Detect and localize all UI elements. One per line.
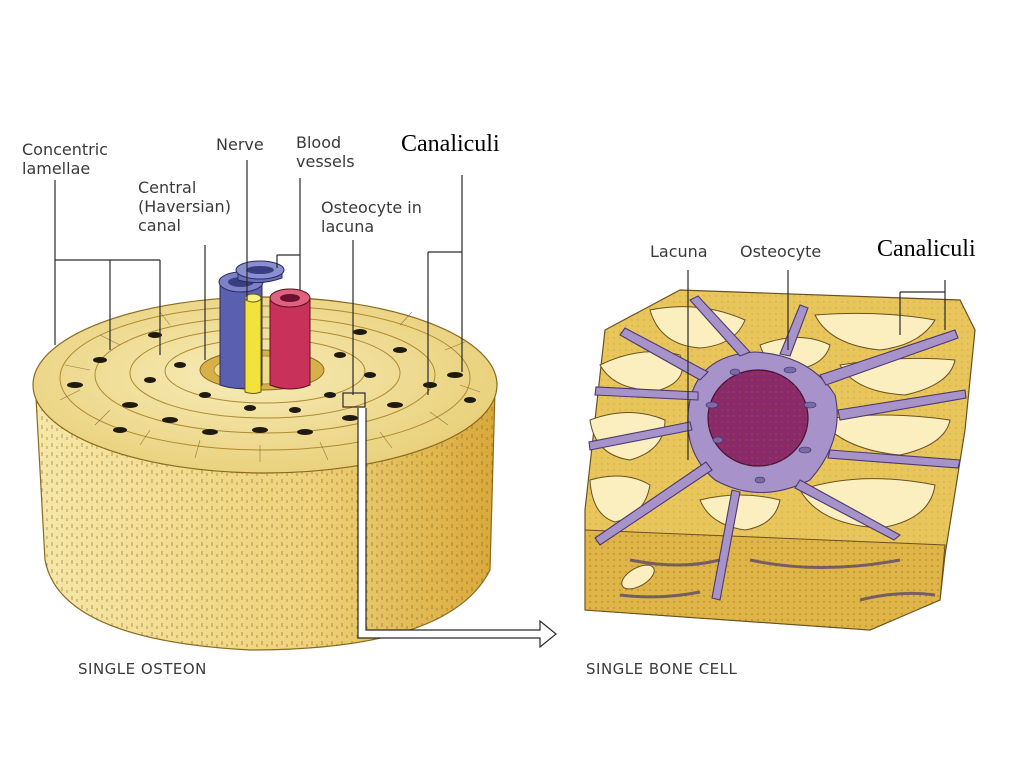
label-canaliculi-left: Canaliculi [401,131,500,157]
label-central-canal: Central (Haversian) canal [138,178,231,235]
caption-single-osteon: SINGLE OSTEON [78,660,207,678]
label-osteocyte-in-lacuna: Osteocyte in lacuna [321,198,422,236]
left-leader-lines [54,160,463,408]
label-nerve: Nerve [216,135,264,154]
zoom-arrow [357,408,557,649]
label-canaliculi-right: Canaliculi [877,236,976,262]
label-lacuna: Lacuna [650,242,708,261]
label-osteocyte: Osteocyte [740,242,822,261]
bone-cell-block [584,289,976,631]
right-leader-lines [687,270,946,460]
label-concentric-lamellae: Concentric lamellae [22,140,108,178]
canal-contents [218,260,311,394]
label-blood-vessels: Blood vessels [296,133,355,171]
lacunae-marks [67,329,476,435]
caption-single-bone-cell: SINGLE BONE CELL [586,660,738,678]
osteon-cylinder [32,296,498,651]
